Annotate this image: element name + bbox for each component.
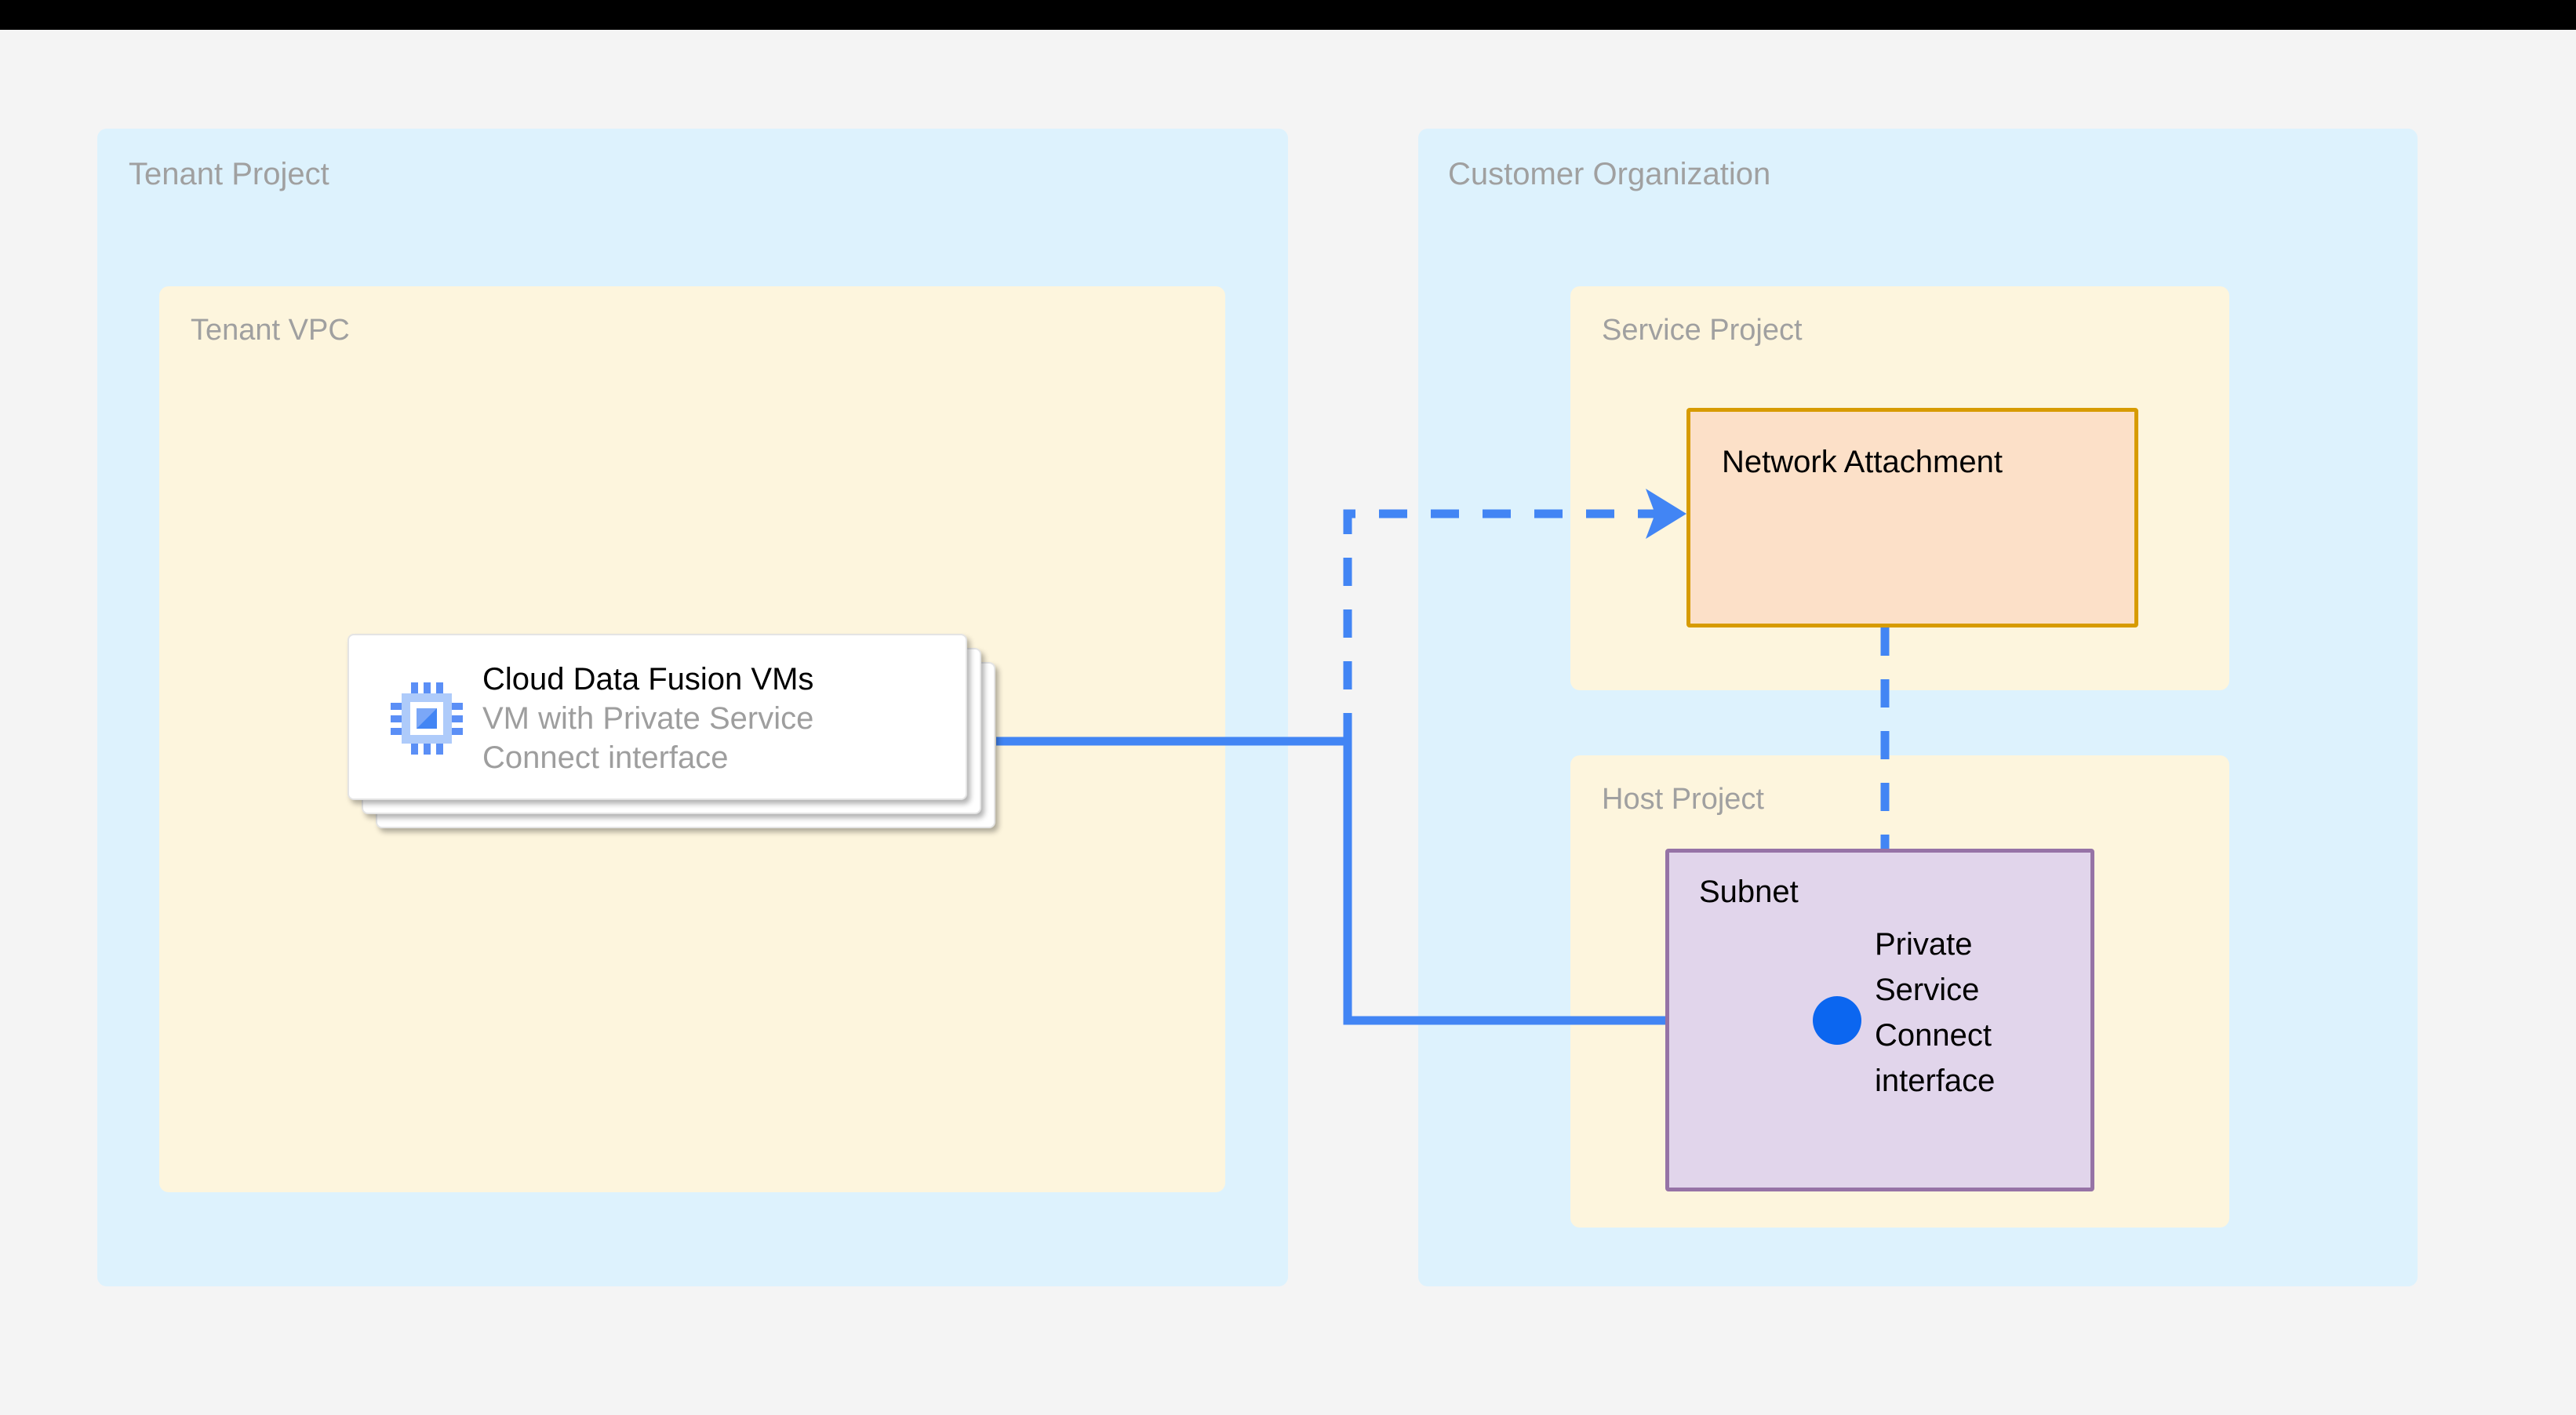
psc-interface-dot[interactable] [1804, 988, 1870, 1053]
vm-card-layer-front[interactable]: Cloud Data Fusion VMs VM with Private Se… [347, 634, 967, 800]
node-subnet[interactable]: Subnet [1665, 849, 2094, 1191]
group-label-tenant-vpc: Tenant VPC [191, 314, 350, 347]
node-label-network-attachment: Network Attachment [1722, 445, 2003, 479]
node-label-subnet: Subnet [1699, 875, 1799, 909]
group-label-tenant-project: Tenant Project [129, 157, 329, 191]
node-label-psc-interface: Private Service Connect interface [1875, 927, 1996, 1098]
vm-card-text: Cloud Data Fusion VMs VM with Private Se… [482, 660, 890, 777]
group-label-host-project: Host Project [1602, 783, 1764, 816]
cpu-chip-icon [380, 679, 473, 758]
top-black-bar [0, 0, 2576, 30]
node-cloud-data-fusion-vms[interactable]: Cloud Data Fusion VMs VM with Private Se… [347, 634, 1022, 830]
node-network-attachment[interactable]: Network Attachment [1686, 408, 2138, 627]
vm-card-title: Cloud Data Fusion VMs [482, 662, 814, 697]
group-label-customer-organization: Customer Organization [1448, 157, 1771, 191]
vm-card-subtitle: VM with Private Service Connect interfac… [482, 701, 814, 775]
group-label-service-project: Service Project [1602, 314, 1803, 347]
